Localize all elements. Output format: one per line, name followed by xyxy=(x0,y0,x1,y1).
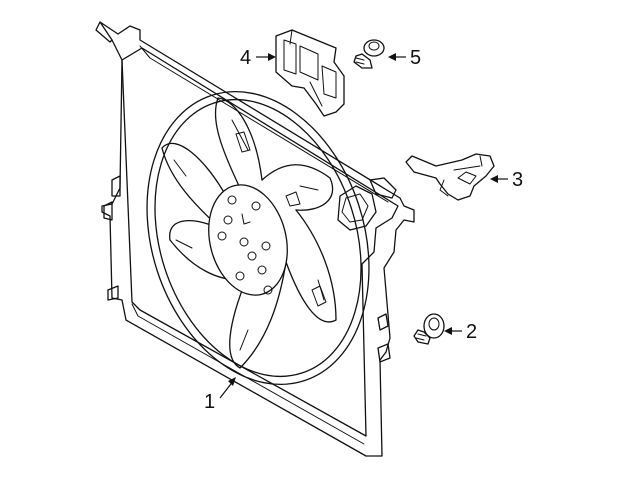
callout-4-arrow xyxy=(268,53,276,61)
callout-5: 5 xyxy=(388,47,421,69)
fan-hub xyxy=(208,184,288,296)
callout-2: 2 xyxy=(444,321,477,343)
mount-bracket xyxy=(405,153,495,201)
callout-4-label: 4 xyxy=(240,47,251,69)
callout-3-label: 3 xyxy=(512,169,523,191)
callout-2-label: 2 xyxy=(466,321,477,343)
callout-4: 4 xyxy=(240,47,276,69)
bolt-top xyxy=(353,39,385,69)
bolt-lower xyxy=(413,313,445,345)
bracket-clip xyxy=(275,29,345,117)
callout-1-label: 1 xyxy=(204,391,215,413)
callout-3: 3 xyxy=(490,169,523,191)
callout-1: 1 xyxy=(204,377,236,413)
callout-3-arrow xyxy=(490,175,498,183)
fan-blades xyxy=(161,97,337,369)
callout-5-label: 5 xyxy=(410,47,421,69)
callout-1-arrow xyxy=(228,377,236,386)
fan-shroud xyxy=(95,21,415,457)
callout-5-arrow xyxy=(388,53,396,61)
fan-ring xyxy=(146,90,370,386)
callout-2-arrow xyxy=(444,327,452,335)
